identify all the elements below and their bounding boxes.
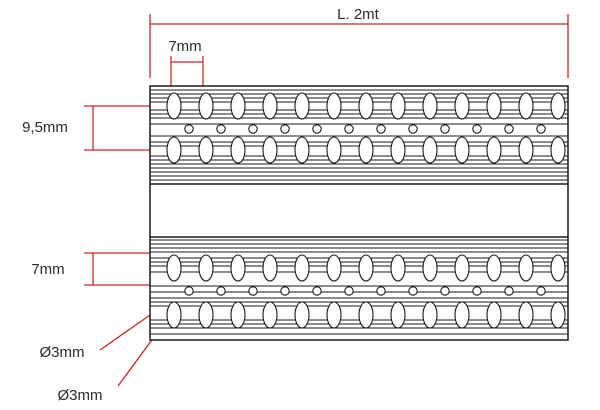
- round-bead: [376, 124, 386, 134]
- oval-bead: [358, 136, 374, 164]
- oval-bead: [390, 301, 406, 329]
- oval-bead: [486, 254, 502, 282]
- round-bead: [440, 124, 450, 134]
- diameter-label-lower: Ø3mm: [58, 387, 103, 404]
- round-bead: [504, 286, 514, 296]
- oval-bead: [198, 254, 214, 282]
- oval-bead: [166, 136, 182, 164]
- round-bead: [536, 124, 546, 134]
- length-label: L. 2mt: [337, 6, 380, 23]
- oval-bead: [550, 136, 566, 164]
- oval-bead: [262, 136, 278, 164]
- oval-bead: [358, 301, 374, 329]
- round-bead: [536, 286, 546, 296]
- oval-bead: [198, 92, 214, 120]
- oval-bead: [294, 254, 310, 282]
- oval-bead: [294, 136, 310, 164]
- round-bead: [184, 124, 194, 134]
- oval-bead: [550, 92, 566, 120]
- oval-bead: [454, 92, 470, 120]
- oval-bead: [230, 136, 246, 164]
- oval-bead: [230, 92, 246, 120]
- oval-bead: [454, 301, 470, 329]
- round-bead: [344, 286, 354, 296]
- round-bead: [248, 124, 258, 134]
- round-bead: [280, 286, 290, 296]
- oval-bead: [390, 136, 406, 164]
- oval-bead: [390, 254, 406, 282]
- oval-bead: [454, 254, 470, 282]
- top-height-label: 9,5mm: [22, 119, 68, 136]
- round-bead: [312, 286, 322, 296]
- oval-bead: [422, 254, 438, 282]
- round-bead: [504, 124, 514, 134]
- oval-bead: [326, 136, 342, 164]
- round-bead: [408, 124, 418, 134]
- oval-bead: [262, 301, 278, 329]
- oval-bead: [422, 301, 438, 329]
- bottom-bead-strip: [150, 236, 568, 335]
- top-bead-strip: [150, 89, 568, 185]
- oval-bead: [198, 301, 214, 329]
- oval-bead: [518, 254, 534, 282]
- oval-bead: [422, 136, 438, 164]
- round-bead: [216, 124, 226, 134]
- oval-bead: [262, 92, 278, 120]
- oval-bead: [326, 92, 342, 120]
- oval-bead: [390, 92, 406, 120]
- pitch-label: 7mm: [168, 38, 201, 55]
- oval-bead: [550, 254, 566, 282]
- oval-bead: [358, 254, 374, 282]
- oval-bead: [230, 254, 246, 282]
- round-bead: [280, 124, 290, 134]
- oval-bead: [166, 301, 182, 329]
- oval-bead: [166, 254, 182, 282]
- oval-bead: [486, 136, 502, 164]
- round-bead: [472, 124, 482, 134]
- round-bead: [440, 286, 450, 296]
- oval-bead: [326, 254, 342, 282]
- oval-bead: [550, 301, 566, 329]
- oval-bead: [486, 92, 502, 120]
- oval-bead: [230, 301, 246, 329]
- oval-bead: [358, 92, 374, 120]
- oval-bead: [294, 92, 310, 120]
- oval-bead: [422, 92, 438, 120]
- round-bead: [216, 286, 226, 296]
- round-bead: [344, 124, 354, 134]
- round-bead: [376, 286, 386, 296]
- oval-bead: [198, 136, 214, 164]
- oval-bead: [262, 254, 278, 282]
- round-bead: [408, 286, 418, 296]
- oval-bead: [486, 301, 502, 329]
- oval-bead: [166, 92, 182, 120]
- round-bead: [248, 286, 258, 296]
- oval-bead: [454, 136, 470, 164]
- round-bead: [312, 124, 322, 134]
- round-bead: [184, 286, 194, 296]
- oval-bead: [518, 301, 534, 329]
- diameter-label-upper: Ø3mm: [40, 344, 85, 361]
- oval-bead: [518, 92, 534, 120]
- oval-bead: [326, 301, 342, 329]
- oval-bead: [294, 301, 310, 329]
- oval-bead: [518, 136, 534, 164]
- bottom-height-label: 7mm: [31, 261, 64, 278]
- round-bead: [472, 286, 482, 296]
